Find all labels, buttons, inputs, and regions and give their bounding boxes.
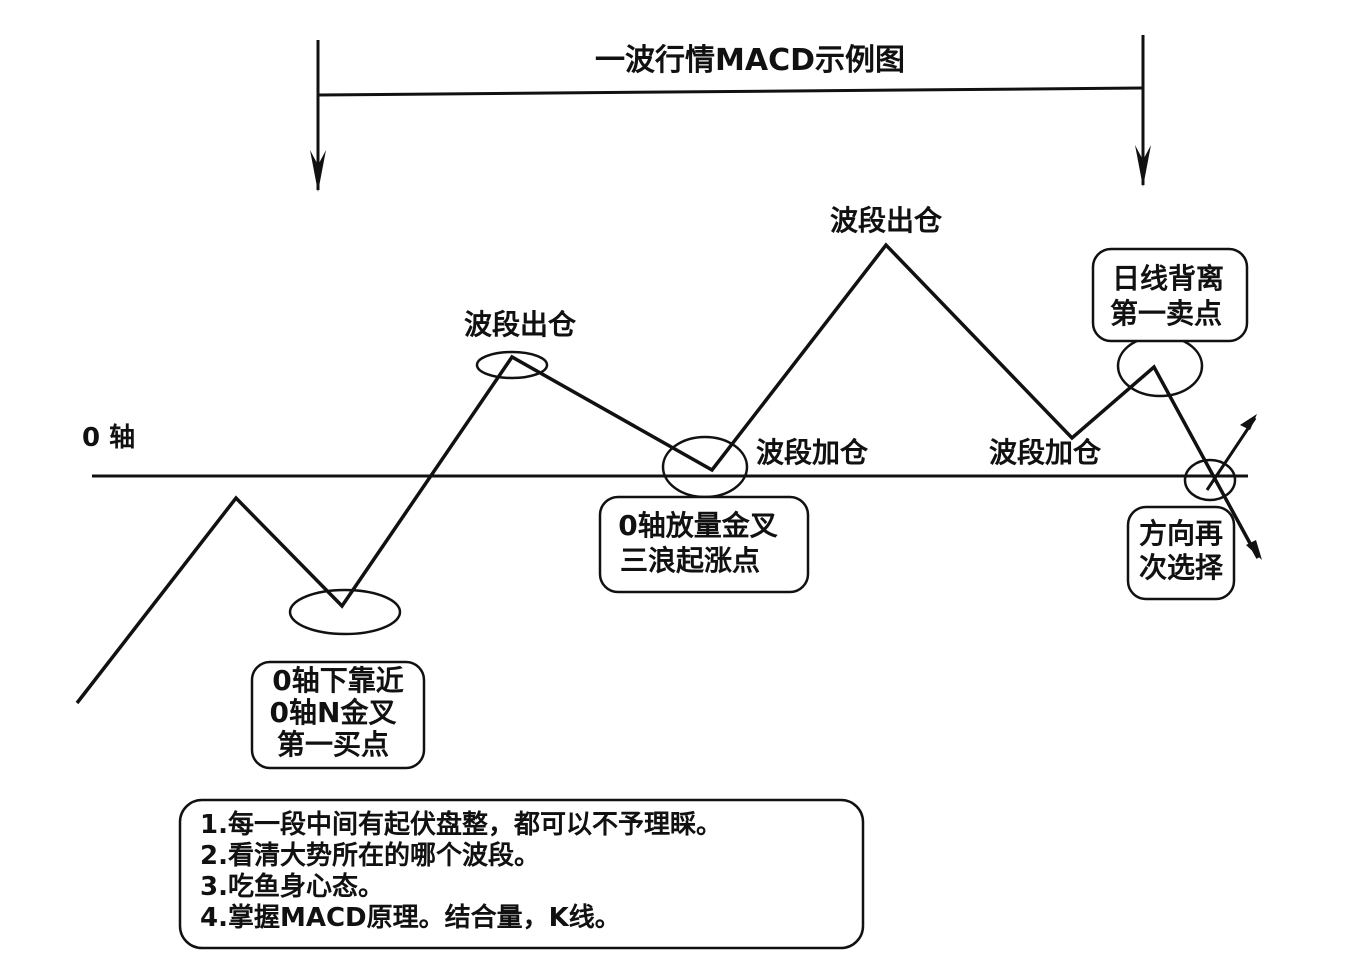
- zero-axis-label: 0 轴: [82, 423, 135, 453]
- buy-point-ellipse: [288, 588, 402, 636]
- note-2: 2.看清大势所在的哪个波段。: [200, 840, 540, 871]
- sell-point-line-2: 第一卖点: [1110, 297, 1222, 330]
- wave-add-label-2: 波段加仓: [989, 436, 1102, 469]
- peak1-ellipse: [475, 350, 549, 380]
- wave3-box: 0轴放量金叉 三浪起涨点: [598, 495, 810, 594]
- left-down-arrow-icon: [310, 150, 326, 192]
- notes-box: 1.每一段中间有起伏盘整，都可以不予理睬。 2.看清大势所在的哪个波段。 3.吃…: [178, 798, 865, 950]
- note-4: 4.掌握MACD原理。结合量，K线。: [200, 902, 621, 933]
- direction-ellipse: [1183, 458, 1237, 502]
- divergence-ellipse: [1116, 334, 1204, 398]
- right-down-arrow-icon: [1135, 145, 1151, 187]
- buy-point-line-1: 0轴下靠近: [272, 664, 403, 697]
- wave3-line-1: 0轴放量金叉: [618, 509, 777, 542]
- wave-add-label-1: 波段加仓: [756, 436, 869, 469]
- direction-line-2: 次选择: [1139, 551, 1224, 584]
- note-1: 1.每一段中间有起伏盘整，都可以不予理睬。: [200, 809, 722, 840]
- title-bracket: 一波行情MACD示例图: [310, 35, 1151, 192]
- buy-point-line-2: 0轴N金叉: [270, 696, 397, 729]
- title-span-line: [317, 86, 1144, 97]
- diagram-title: 一波行情MACD示例图: [595, 43, 905, 78]
- sell-point-box: 日线背离 第一卖点: [1091, 247, 1249, 343]
- wave-exit-label-1: 波段出仓: [464, 308, 577, 341]
- direction-box: 方向再 次选择: [1126, 505, 1236, 601]
- down-arrow-icon: [1246, 540, 1262, 560]
- buy-point-line-3: 第一买点: [277, 728, 389, 761]
- wave-exit-label-2: 波段出仓: [830, 204, 943, 237]
- buy-point-box: 0轴下靠近 0轴N金叉 第一买点: [250, 660, 426, 770]
- upward-branch-line: [1205, 417, 1257, 491]
- sell-point-line-1: 日线背离: [1112, 262, 1224, 295]
- direction-line-1: 方向再: [1139, 517, 1223, 550]
- wave3-line-2: 三浪起涨点: [620, 544, 760, 577]
- macd-wave-line: [75, 242, 1260, 705]
- note-3: 3.吃鱼身心态。: [200, 871, 384, 902]
- up-arrow-icon: [1240, 414, 1257, 430]
